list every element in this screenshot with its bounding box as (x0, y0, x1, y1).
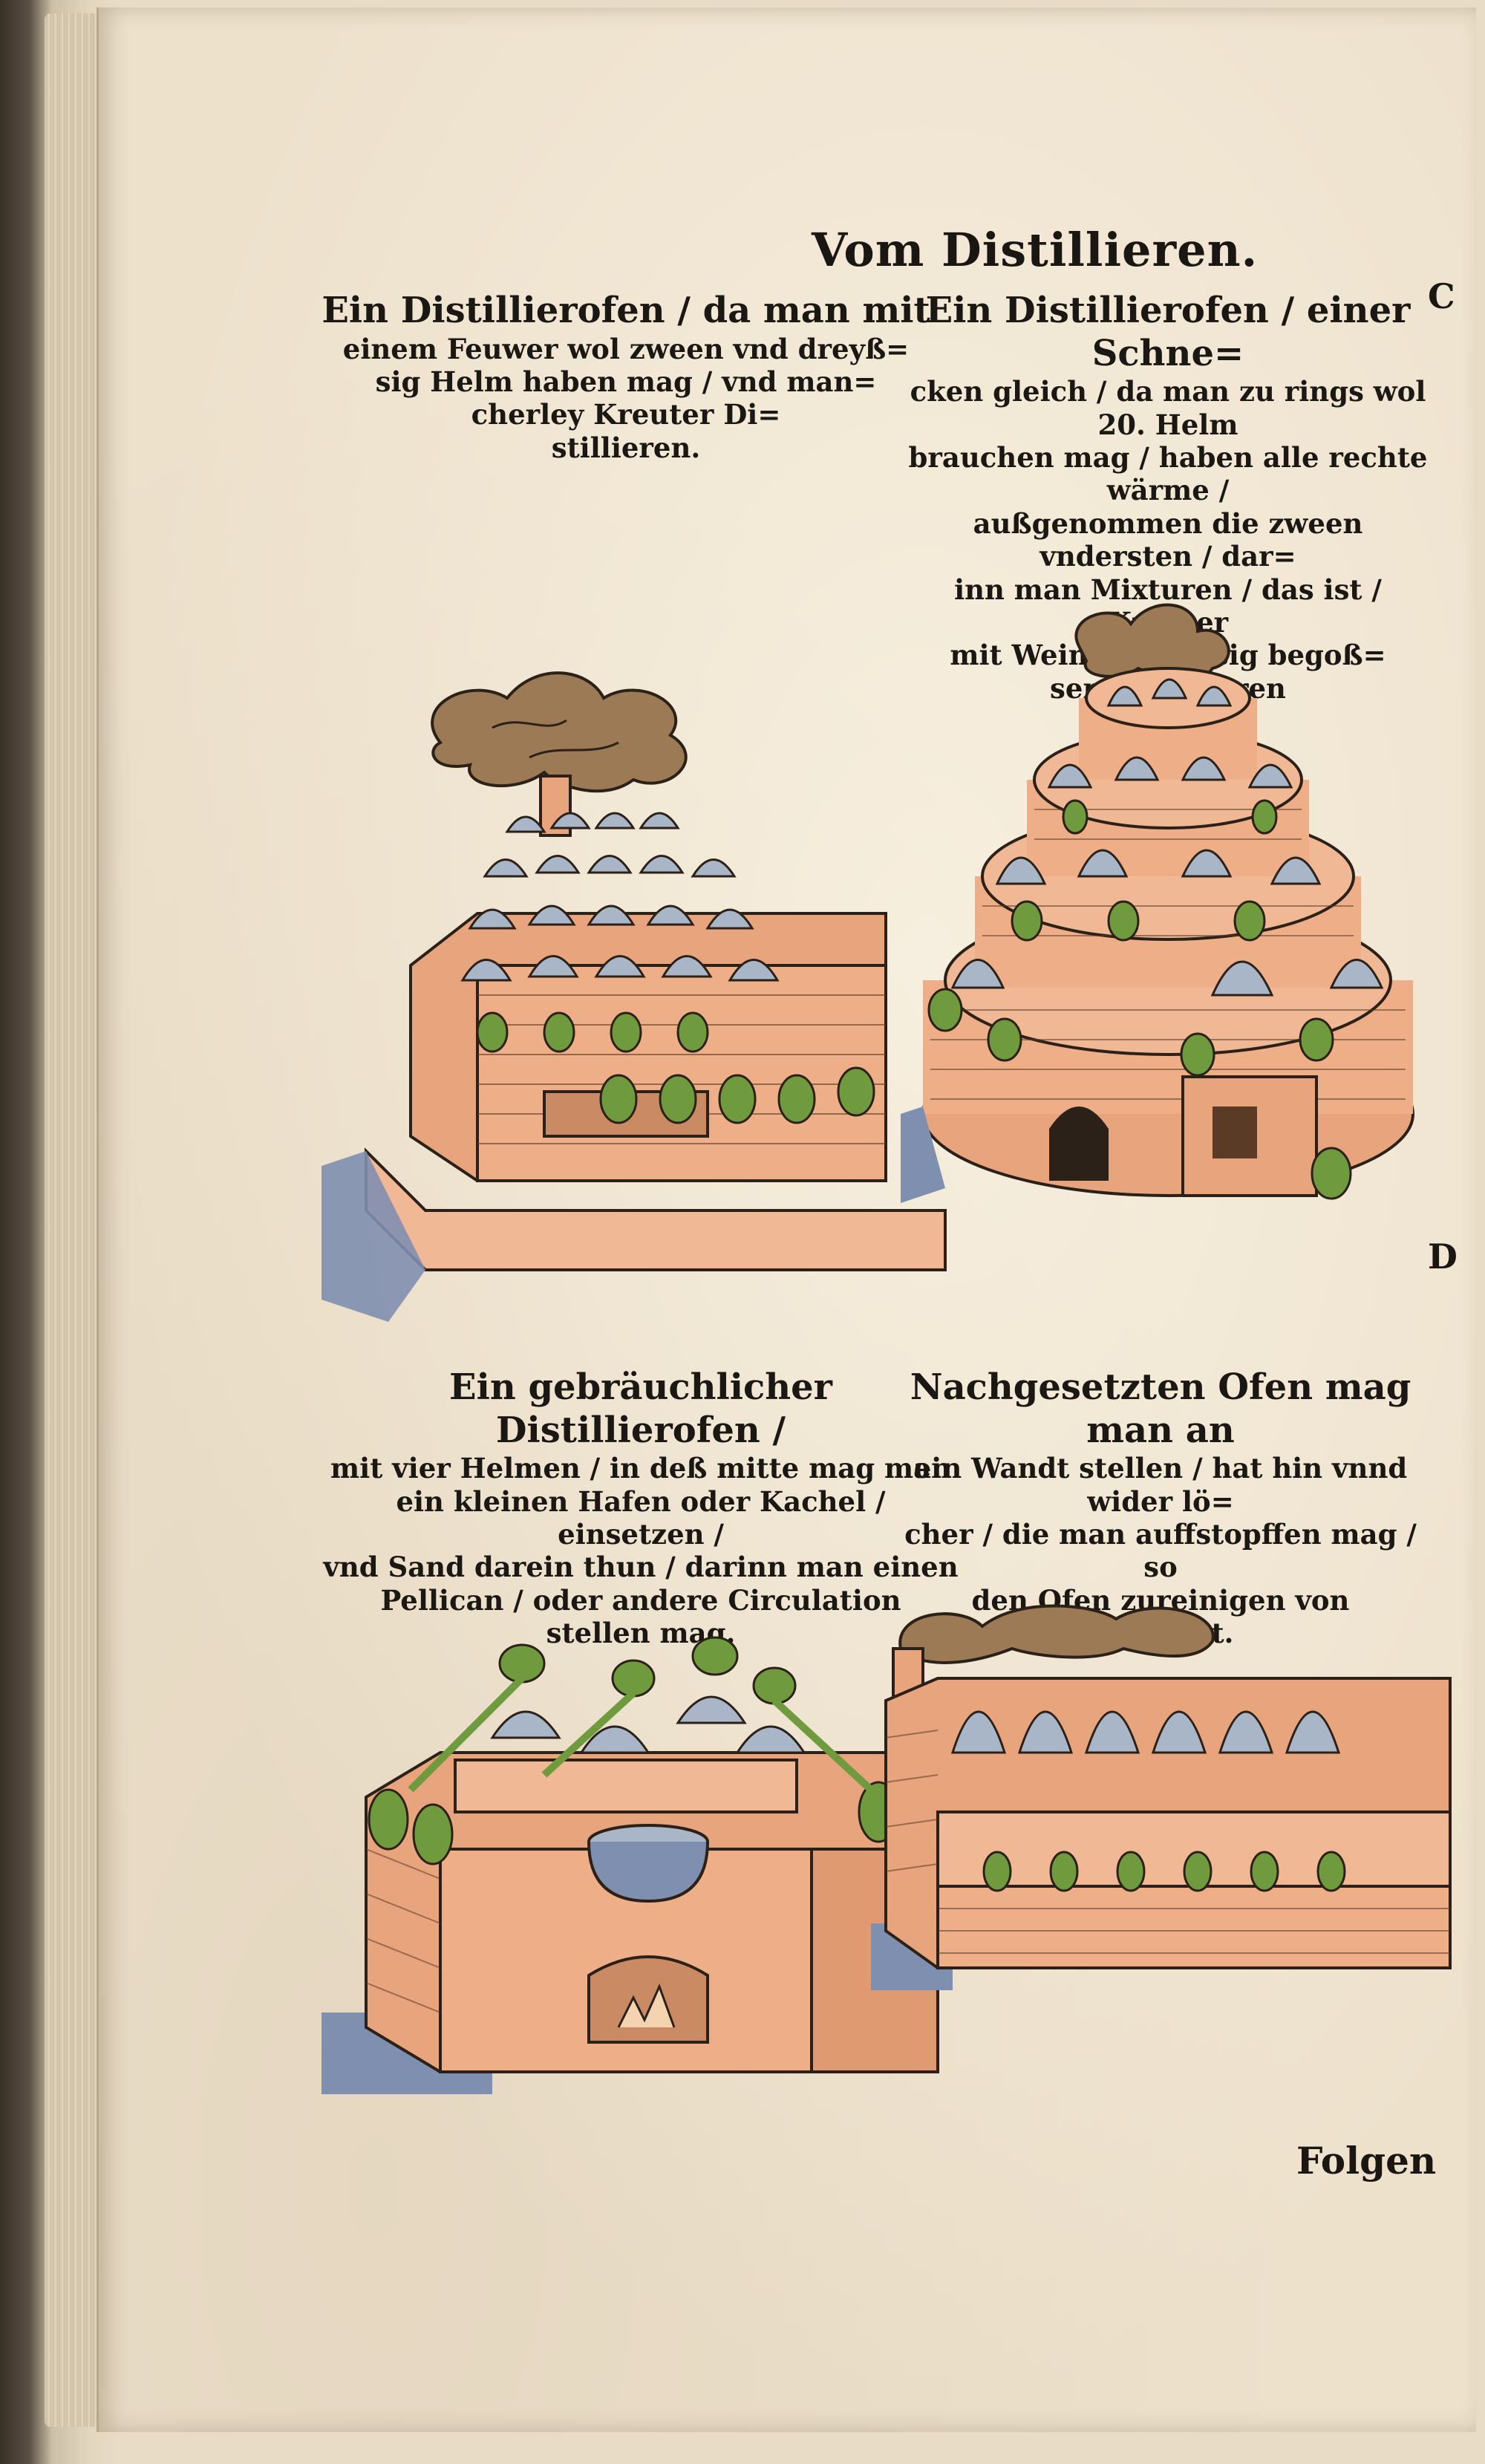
woodcut-snail-furnace (901, 603, 1414, 1203)
caption-top-right: Ein Distillierofen / einer Schne= cken g… (908, 290, 1428, 737)
woodcut-wall-furnace (871, 1604, 1452, 1990)
green-flasks (982, 1851, 1346, 1892)
helm-rows (950, 1710, 1341, 1754)
woodcut-four-helm-furnace (322, 1636, 939, 2094)
caption-top-left: Ein Distillierofen / da man mit einem Fe… (322, 290, 930, 464)
signature-mark-d: D (1428, 1236, 1458, 1277)
smoke-icon (898, 1604, 1215, 1664)
caption-top-left-lead: Ein Distillierofen / da man mit (322, 290, 930, 331)
catchword: Folgen (1296, 2139, 1437, 2183)
caption-bottom-left-body: mit vier Helmen / in deß mitte mag man e… (323, 1452, 959, 1650)
caption-top-right-body: cken gleich / da man zu rings wol 20. He… (908, 375, 1428, 737)
helm-rows (460, 812, 780, 982)
helm-rows (950, 678, 1384, 997)
caption-bottom-left-lead: Ein gebräuchlicher Distillierofen / (449, 1366, 832, 1451)
helm-rows (490, 1695, 806, 1754)
caption-top-left-body: einem Feuwer wol zween vnd dreyß= sig He… (342, 332, 910, 464)
signature-mark-c: C (1428, 276, 1455, 316)
book-page: ​ Vom Distillieren. C D Ein Distillierof… (97, 7, 1476, 2432)
caption-bottom-left: Ein gebräuchlicher Distillierofen / mit … (322, 1366, 960, 1650)
caption-bottom-right-lead: Nachgesetzten Ofen mag man an (910, 1366, 1411, 1451)
woodcut-bench-furnace (322, 671, 947, 1322)
caption-top-right-lead: Ein Distillierofen / einer Schne= (925, 290, 1411, 374)
green-flasks (476, 1011, 875, 1124)
green-flasks (368, 1636, 899, 1865)
smoke-icon (431, 671, 688, 793)
running-title: Vom Distillieren. (812, 223, 1259, 277)
green-flasks (927, 799, 1352, 1200)
